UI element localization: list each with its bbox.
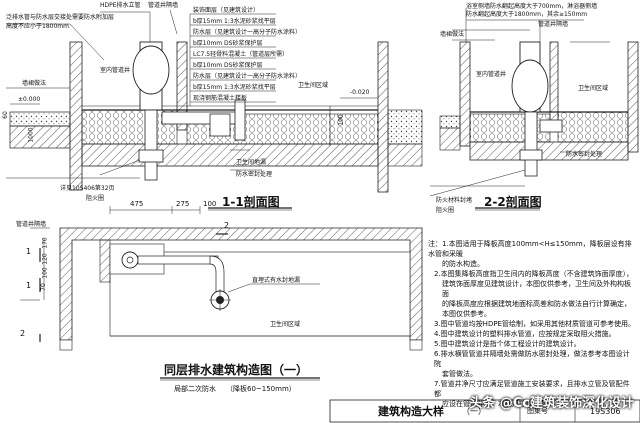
label-wall-skirting: 墙裙做法 [22, 80, 47, 87]
label-waterproof-seal-2: 防水密封处理 [566, 151, 603, 158]
label-see-atlas: 详见10S406第32页 [60, 185, 115, 192]
plan-subtitle-2: （降板60~150mm） [226, 385, 296, 393]
section-title-2-2: 2-2剖面图 [484, 195, 542, 209]
plan-subtitle: 局部二次防水 [174, 385, 216, 393]
note-wall-height-1: 浴室侧墙防水翻起高度大于700mm，淋浴器侧墙 [466, 3, 598, 10]
label-flashing-height: 高度不应小于1800mm [6, 23, 69, 30]
note-line: 建筑饰面厚度见建筑设计，本图仅供参考，卫生间及外构构板面 [442, 280, 631, 298]
section-mark-1-top: 1 [26, 247, 32, 256]
layer-4: b厚10mm DS砂浆保护层 [193, 40, 263, 47]
note-line: 3.图中管道均按HDPE管绘制，如采用其他材质管道可参考使用。 [434, 320, 635, 328]
note-wall-height-2: 防水翻起高度大于1800mm，其余≥150mm [466, 11, 588, 18]
note-line: 套管做法。 [442, 370, 477, 378]
section-title-1-1: 1-1剖面图 [222, 195, 280, 209]
section-mark-2-side: 2 [20, 329, 26, 338]
label-dim-1000: 1000 [27, 127, 35, 143]
dim-275: 275 [176, 200, 190, 208]
note-line: 7.管道井净尺寸应满足管道施工安装要求，且排水立管及管配件都 [434, 380, 630, 398]
label-floor-drain: 卫生间地漏 [236, 159, 267, 166]
label-flashing: 泛排水管与防水层交接处需要防水附加层 [6, 14, 115, 21]
watermark: 头条 @Cc建筑装饰深化设计 [469, 396, 634, 411]
atlas-no-label: 图集号 [527, 407, 548, 415]
label-pipe-shaft-2: 管道井隔墙 [538, 21, 569, 28]
note-line: 的防水构造。 [442, 260, 484, 268]
dim-475: 475 [130, 200, 144, 208]
label-bathroom-1: 卫生间区域 [298, 82, 329, 89]
section-mark-2-top: 2 [224, 221, 230, 230]
label-fire-ring-1: 阻火圈 [86, 195, 105, 202]
layer-5: LC7.5轻骨料混凝土（管道层所需） [193, 51, 289, 58]
label-dim-60: 60 [1, 111, 9, 119]
label-plan-bathroom: 卫生间区域 [270, 321, 301, 328]
dim-100: 100 [203, 200, 217, 208]
note-line: 6.排水横管管道井隔墙处需做防水密封处理，做法参考本图设计院 [434, 350, 630, 368]
dim-100-v: 100 [41, 267, 49, 279]
section-2-2 [429, 8, 639, 211]
note-line: 5.图中建筑设计是指个体工程设计的建筑设计。 [434, 340, 581, 348]
atlas-no: 19S306 [590, 407, 621, 416]
label-fire-material: 防火材料封堵 [436, 197, 473, 204]
label-elev-zero: ±0.000 [18, 96, 41, 103]
note-line: 的降板高度应根据建筑地面标高差和防水做法自行计算确定，本图仅供参考。 [442, 300, 631, 318]
layer-1: 装饰面层（见建筑设计） [193, 7, 260, 14]
title-block-sub: （一） [462, 407, 486, 416]
layer-9: 现浇钢筋混凝土楼板 [193, 95, 248, 102]
label-pipe-shaft: 管道井隔墙 [148, 2, 179, 9]
label-plan-pipe-shaft: 管道井隔墙 [16, 221, 47, 228]
dim-170: 170 [41, 237, 49, 249]
label-waterproof-seal-1: 防水密封处理 [236, 171, 273, 178]
title-block [329, 399, 640, 423]
note-line: 2.本图集降板高度指卫生间内的降板高度（不含建筑饰面厚度）， [434, 270, 634, 278]
label-fire-ring-2: 阻火圈 [436, 207, 455, 214]
note-line: 4.图中建筑设计的塑料排水管道，应按规定采取阻火措施。 [434, 330, 616, 338]
layer-7: 防水层（见建筑设计一高分子防水涂料） [193, 73, 302, 80]
layer-6: b厚10mm DS砂浆保护层 [193, 62, 263, 69]
dim-70: 70 [39, 283, 47, 291]
note-line: 注：1.本图适用于降板高度100mm<H≤150mm，降板层设有排水管和采暖 [428, 240, 632, 258]
general-notes: 注：1.本图适用于降板高度100mm<H≤150mm，降板层设有排水管和采暖 的… [428, 239, 636, 409]
label-wall-skirting-2: 墙裙做法 [440, 31, 465, 38]
label-indoor-shaft: 室内管道井 [100, 67, 131, 74]
label-bathroom-2: 卫生间区域 [578, 85, 609, 92]
section-mark-1-bottom: 1 [26, 281, 32, 290]
plan-view [20, 206, 423, 381]
dim-120: 120 [41, 253, 49, 265]
layer-2: b厚15mm 1:3水泥砂浆找平层 [193, 18, 276, 25]
label-side-drain: 直埋式有水封地漏 [252, 277, 301, 284]
label-indoor-shaft-2: 室内管道井 [476, 71, 507, 78]
label-hdpe-stack: HDPE排水立管 [100, 2, 141, 9]
layer-3: 防水层（见建筑设计一高分子防水涂料） [193, 29, 302, 36]
note-line: 应设在管道井内，本图尺寸仅示意。 [442, 400, 554, 408]
section-1-1 [6, 9, 423, 211]
layer-8: b厚15mm 1:3水泥砂浆找平层 [193, 84, 276, 91]
label-elev-neg: -0.020 [350, 89, 370, 96]
label-dim-100: 100 [337, 114, 345, 126]
title-block-title: 建筑构造大样 [378, 405, 444, 418]
plan-title: 同层排水建筑构造图（一） [164, 363, 309, 377]
